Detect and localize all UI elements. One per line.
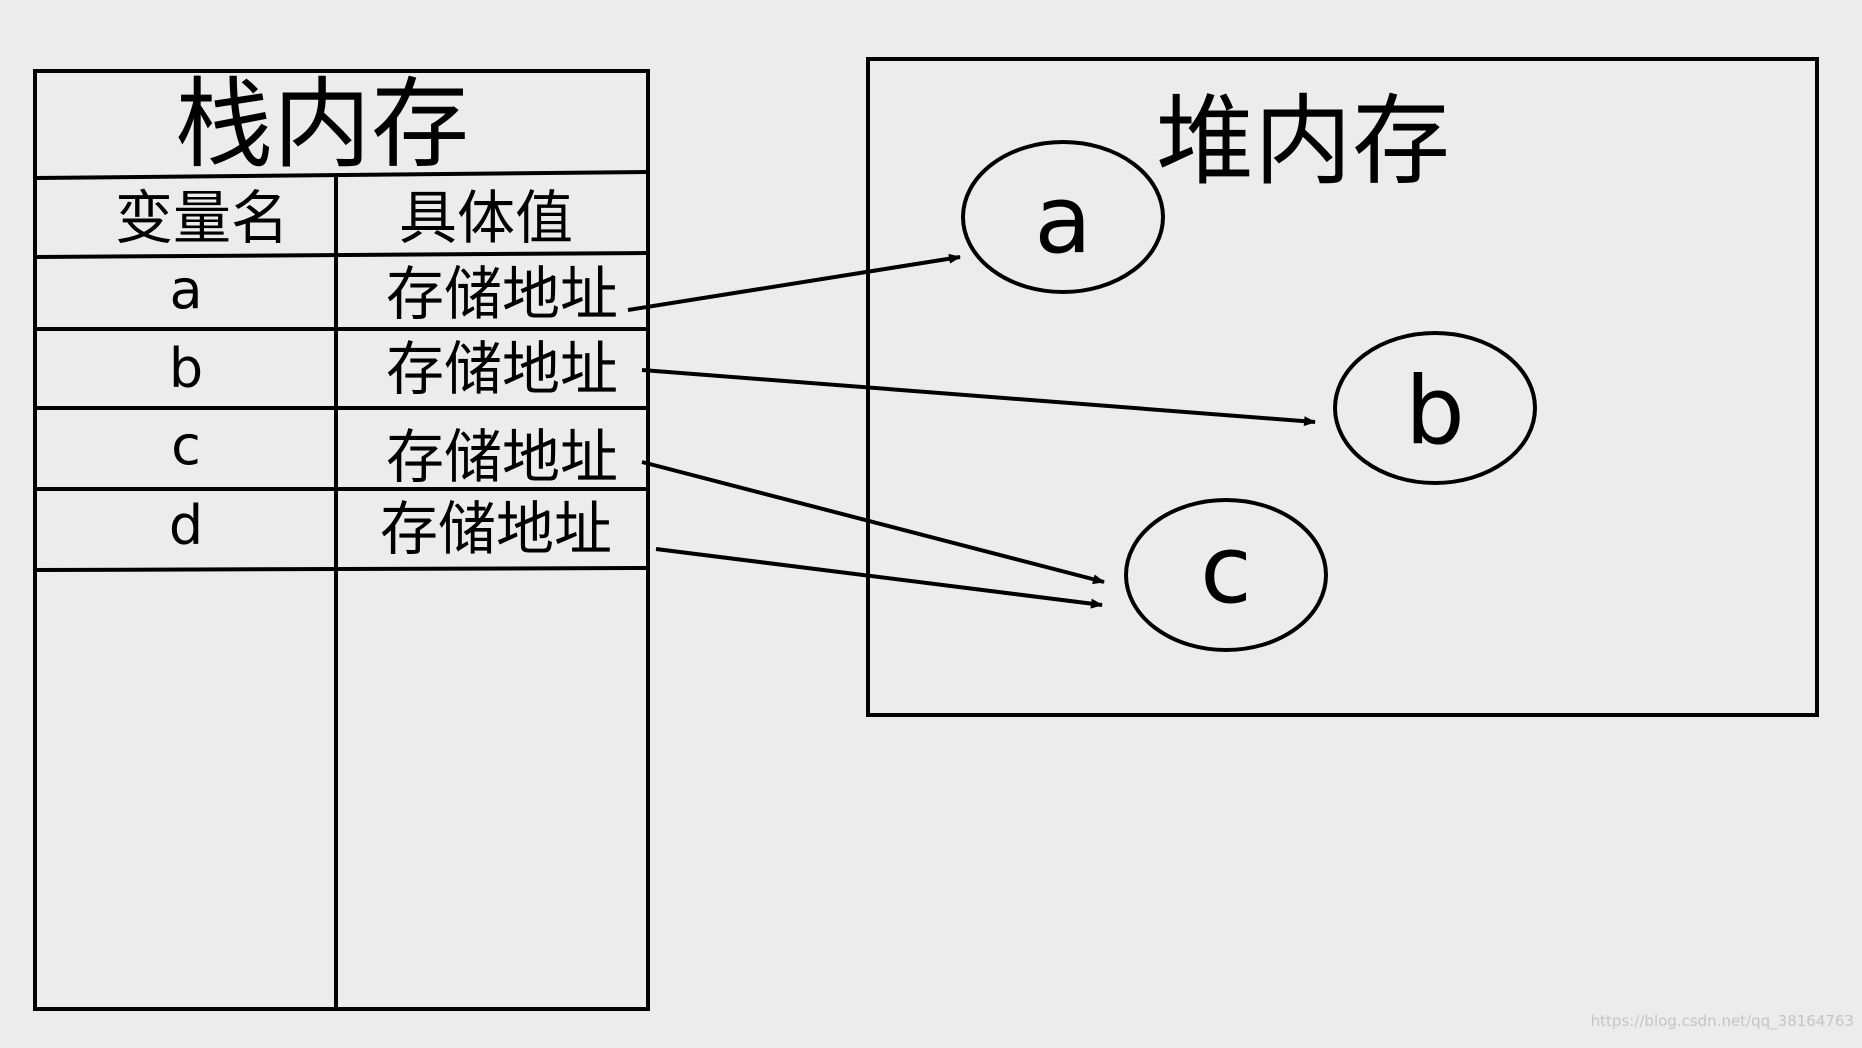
row-var-c: c (171, 414, 201, 477)
stack-memory-panel (33, 69, 650, 1011)
pointer-arrow-d (655, 547, 1103, 609)
row-var-b: b (169, 337, 203, 400)
row-value-b: 存储地址 (386, 335, 618, 403)
pointer-arrow-c (641, 460, 1105, 585)
heap-node-b-ellipse (1333, 331, 1537, 485)
heap-node-a: a (961, 140, 1165, 294)
row-divider (34, 566, 649, 572)
heap-node-b: b (1333, 331, 1537, 485)
heap-node-a-ellipse (961, 140, 1165, 294)
pointer-arrows (627, 253, 1316, 609)
heap-node-c-ellipse (1124, 498, 1328, 652)
pointer-arrow-b (641, 368, 1316, 427)
stack-title: 栈内存 (175, 68, 469, 182)
stack-frame (33, 69, 650, 1011)
header-variable-name: 变量名 (115, 184, 289, 252)
row-value-c: 存储地址 (386, 423, 618, 491)
heap-node-c-label: c (1200, 516, 1252, 625)
pointer-arrow-a (627, 253, 961, 312)
header-value: 具体值 (399, 184, 573, 252)
row-var-d: d (169, 494, 203, 557)
row-value-d: 存储地址 (380, 495, 612, 563)
stack-title-divider (34, 170, 649, 180)
heap-title: 堆内存 (1156, 85, 1450, 199)
stack-rows: a 存储地址 b 存储地址 c 存储地址 d 存储地址 (169, 258, 618, 563)
heap-node-c: c (1124, 498, 1328, 652)
heap-node-b-label: b (1405, 357, 1465, 466)
stack-header-divider (34, 251, 649, 259)
watermark: https://blog.csdn.net/qq_38164763 (1590, 1012, 1854, 1030)
heap-node-a-label: a (1034, 166, 1092, 275)
row-var-a: a (169, 258, 202, 321)
row-value-a: 存储地址 (386, 260, 618, 328)
